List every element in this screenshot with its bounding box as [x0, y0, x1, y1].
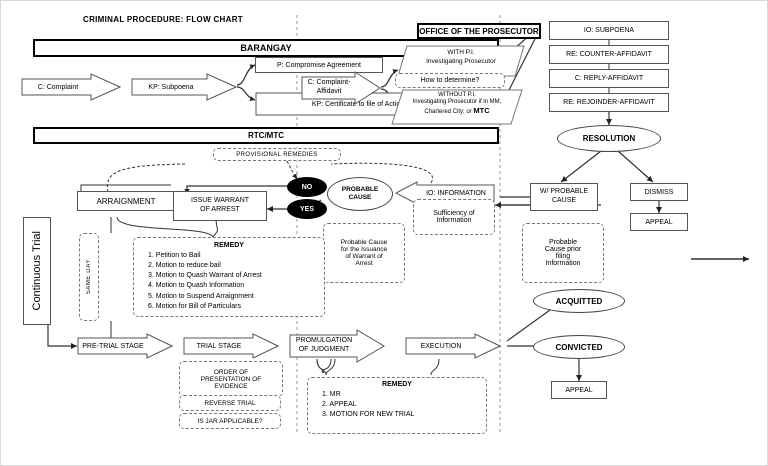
note-jar-applicable: IS JAR APPLICABLE? [179, 413, 281, 429]
node-promulgation: PROMULGATION OF JUDGMENT [289, 329, 385, 363]
pc-prior-l3: filing [555, 253, 571, 260]
trial-label: TRIAL STAGE [196, 342, 242, 350]
without-pi-line3: Chartered City; or MTC [391, 106, 523, 115]
pc-prior-l4: Information [545, 260, 581, 267]
pc-prior-l1: Probable [548, 239, 578, 246]
order-l2: PRESENTATION OF [200, 375, 262, 383]
remedy-judgment-item: 1. MR [322, 391, 341, 398]
node-issue-warrant: ISSUE WARRANT OF ARREST [173, 191, 267, 221]
node-subpoena-label: KP: Subpoena [148, 83, 194, 91]
without-pi-line2: Investigating Prosecutor if in MM, [412, 99, 502, 105]
node-continuous-trial: Continuous Trial [23, 217, 51, 325]
remedy-item: 3. Motion to Quash Warrant of Arrest [148, 272, 262, 280]
probable-cause-l2: CAUSE [348, 194, 372, 201]
order-l1: ORDER OF [213, 368, 249, 376]
node-reply-affidavit: C: REPLY-AFFIDAVIT [549, 69, 669, 88]
note-probable-cause-prior: Probable Cause prior filing Information [522, 223, 604, 283]
note-same-day: SAME DAY [79, 233, 99, 321]
node-without-pi: WITHOUT P.I. Investigating Prosecutor if… [391, 89, 523, 125]
node-with-pi: WITH P.I. Investigating Prosecutor [397, 45, 525, 77]
probable-cause-l1: PROBABLE [341, 185, 379, 193]
note-order-of-presentation: ORDER OF PRESENTATION OF EVIDENCE [179, 361, 283, 397]
node-pre-trial-stage: PRE-TRIAL STAGE [77, 333, 174, 359]
execution-label: EXECUTION [420, 342, 462, 350]
pc-warrant-l4: Arrest [355, 260, 373, 267]
node-with-probable-cause: W/ PROBABLE CAUSE [530, 183, 598, 211]
issue-warrant-l2: OF ARREST [200, 206, 240, 213]
pre-trial-label: PRE-TRIAL STAGE [82, 342, 144, 350]
band-prosecutor: OFFICE OF THE PROSECUTOR [417, 23, 541, 39]
node-resolution: RESOLUTION [557, 125, 661, 152]
remedy-judgment-item: 2. APPEAL [322, 401, 357, 409]
without-pi-text: WITHOUT P.I. Investigating Prosecutor if… [391, 92, 523, 115]
io-information-label: IO: INFORMATION [426, 189, 486, 197]
remedy-item: 5. Motion to Suspend Arraignment [148, 292, 254, 300]
node-complaint-label: C: Complaint [37, 83, 79, 91]
node-convicted: CONVICTED [533, 335, 625, 359]
page-title: CRIMINAL PROCEDURE: FLOW CHART [83, 15, 243, 24]
node-trial-stage: TRIAL STAGE [183, 333, 280, 359]
node-appeal-convicted: APPEAL [551, 381, 607, 399]
complaint-affidavit-text: C: Complaint-Affidavit [307, 79, 351, 95]
node-complaint: C: Complaint [21, 73, 122, 101]
note-remedy-judgment: REMEDY 1. MR 2. APPEAL 3. MOTION FOR NEW… [307, 377, 487, 434]
node-probable-cause: PROBABLE CAUSE [327, 177, 393, 211]
note-remedy-arraignment: REMEDY 1. Petition to Bail 2. Motion to … [133, 237, 325, 317]
with-pi-text: WITH P.I. Investigating Prosecutor [397, 49, 525, 65]
continuous-trial-label: Continuous Trial [31, 231, 43, 311]
node-counter-affidavit: RE: COUNTER-AFFIDAVIT [549, 45, 669, 64]
remedy-item: 1. Petition to Bail [148, 252, 201, 259]
arrow-shape [21, 73, 122, 101]
remedy-judgment-item: 3. MOTION FOR NEW TRIAL [322, 411, 415, 419]
note-probable-cause-warrant: Probable Cause for the Issuance of Warra… [323, 223, 405, 283]
pc-warrant-l2: for the Issuance [340, 246, 388, 253]
node-dismiss: DISMISS [630, 183, 688, 201]
pc-prior-l2: Cause prior [544, 246, 582, 253]
node-subpoena: KP: Subpoena [131, 73, 238, 101]
node-yes: YES [287, 199, 327, 219]
without-pi-line1: WITHOUT P.I. [438, 92, 476, 98]
band-barangay: BARANGAY [33, 39, 499, 57]
promulgation-label: PROMULGATION OF JUDGMENT [289, 329, 359, 363]
note-provisional-remedies: PROVISIONAL REMEDIES [213, 148, 341, 161]
note-how-to-determine: How to determine? [395, 73, 505, 88]
order-l3: EVIDENCE [214, 382, 248, 390]
remedy-judgment-heading: REMEDY [382, 381, 412, 388]
with-pi-line2: Investigating Prosecutor [426, 58, 496, 65]
remedy-item: 6. Motion for Bill of Particulars [148, 302, 241, 310]
issue-warrant-l1: ISSUE WARRANT [190, 197, 250, 205]
promulgation-l2: OF JUDGMENT [298, 346, 350, 353]
node-arraignment: ARRAIGNMENT [77, 191, 175, 211]
node-appeal-prosecutor: APPEAL [630, 213, 688, 231]
node-compromise-agreement: P: Compromise Agreement [255, 57, 383, 73]
sufficiency-l1: Sufficiency of [433, 210, 475, 217]
node-rejoinder-affidavit: RE: REJOINDER-AFFIDAVIT [549, 93, 669, 112]
node-io-subpoena: IO: SUBPOENA [549, 21, 669, 40]
node-execution: EXECUTION [405, 333, 502, 359]
remedy-arraignment-heading: REMEDY [214, 242, 244, 249]
remedy-item: 2. Motion to reduce bail [148, 262, 221, 270]
note-reverse-trial: REVERSE TRIAL [179, 395, 281, 411]
pc-warrant-l1: Probable Cause [340, 239, 388, 246]
remedy-item: 4. Motion to Quash Information [148, 282, 245, 290]
node-complaint-affidavit-label: C: Complaint-Affidavit [301, 71, 357, 105]
node-certificate-label: KP: Certificate to file of Action [311, 100, 405, 108]
note-sufficiency: Sufficiency of Information [413, 199, 495, 235]
with-probable-cause-text: W/ PROBABLE CAUSE [539, 188, 589, 204]
with-pi-line1: WITH P.I. [447, 49, 475, 56]
node-complaint-affidavit: C: Complaint-Affidavit [301, 71, 381, 105]
pc-warrant-l3: of Warrant of [345, 253, 383, 260]
node-no: NO [287, 177, 327, 197]
sufficiency-l2: Information [436, 217, 472, 224]
band-court: RTC/MTC [33, 127, 499, 144]
promulgation-l1: PROMULGATION [295, 337, 353, 345]
node-acquitted: ACQUITTED [533, 289, 625, 313]
without-pi-mtc: MTC [473, 106, 490, 115]
same-day-label: SAME DAY [86, 259, 92, 295]
without-pi-line3-text: Chartered City; or [424, 109, 474, 115]
